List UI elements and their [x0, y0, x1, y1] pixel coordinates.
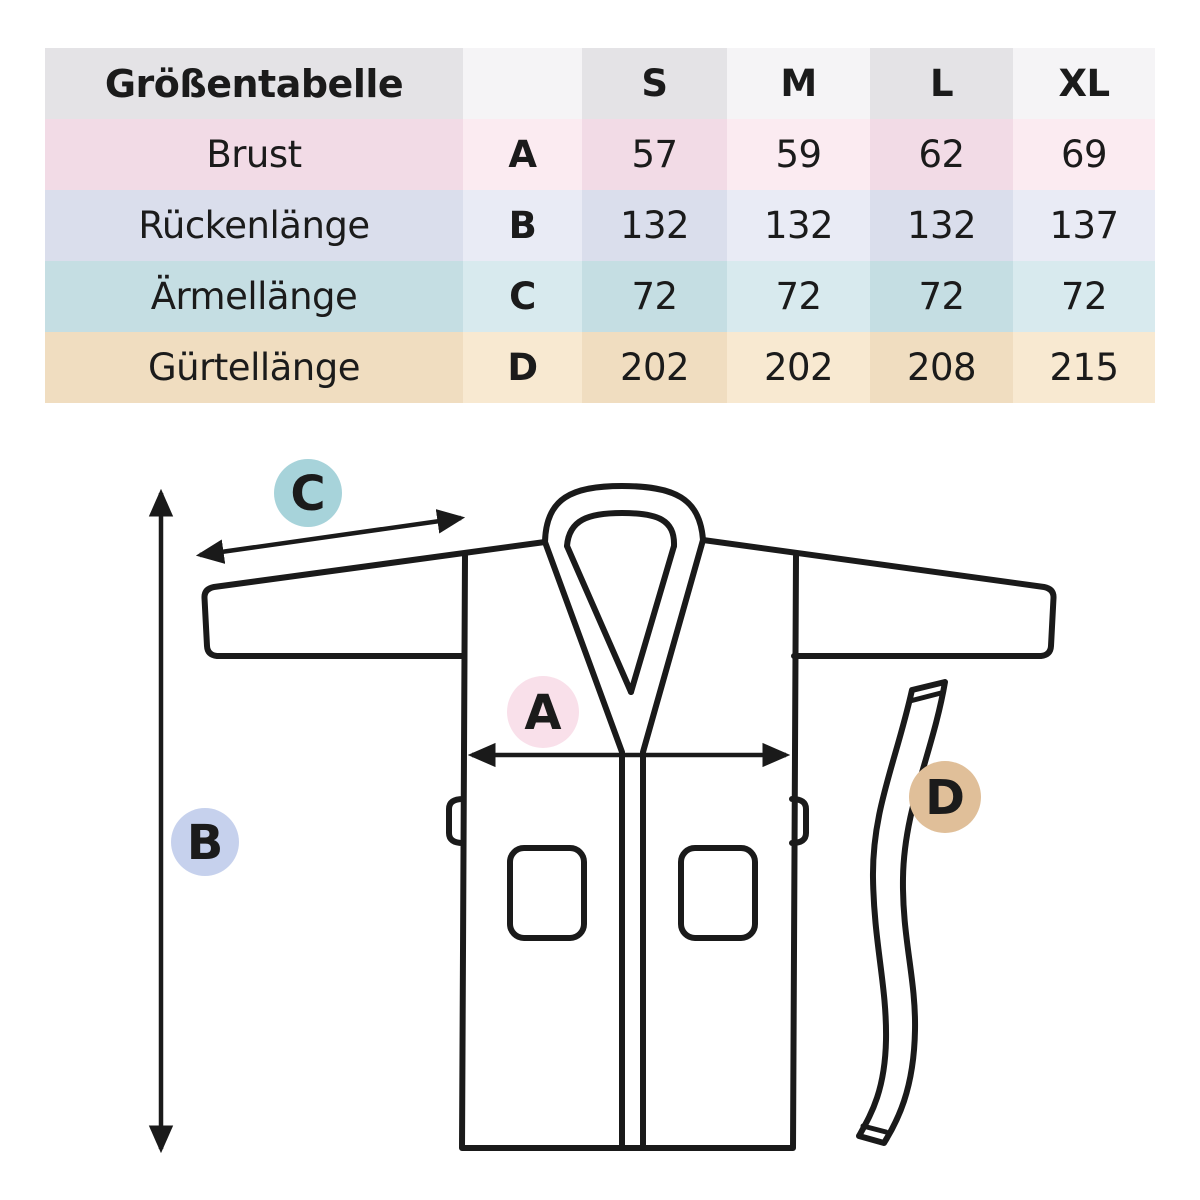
cell-a-xl: 69: [1013, 119, 1155, 190]
robe-belt-loop-left: [446, 796, 466, 846]
row-letter-b: B: [463, 190, 582, 261]
row-label-d: Gürtellänge: [45, 332, 463, 403]
cell-c-xl: 72: [1013, 261, 1155, 332]
table-title: Größentabelle: [45, 48, 463, 119]
belt-strip: [856, 679, 948, 1146]
cell-a-s: 57: [582, 119, 727, 190]
measure-arrows: [148, 488, 791, 1154]
cell-c-l: 72: [870, 261, 1013, 332]
cell-c-m: 72: [727, 261, 870, 332]
badge-a-label: A: [524, 685, 561, 741]
cell-d-s: 202: [582, 332, 727, 403]
badge-b-label: B: [187, 815, 224, 871]
cell-a-l: 62: [870, 119, 1013, 190]
size-header-xl: XL: [1013, 48, 1155, 119]
robe-body: [459, 553, 799, 1151]
row-label-b: Rückenlänge: [45, 190, 463, 261]
cell-b-xl: 137: [1013, 190, 1155, 261]
robe-left-sleeve: [201, 539, 548, 659]
robe-right-sleeve: [700, 537, 1057, 659]
badge-a-circle: [507, 676, 579, 748]
size-header-s: S: [582, 48, 727, 119]
cell-d-l: 208: [870, 332, 1013, 403]
robe-lapel-inner-left: [564, 543, 634, 695]
cell-b-m: 132: [727, 190, 870, 261]
badge-c-label: C: [290, 466, 325, 522]
robe-collar-outer: [542, 483, 706, 545]
belt-fold-top: [907, 690, 944, 704]
row-label-a: Brust: [45, 119, 463, 190]
table-header-spacer: [463, 48, 582, 119]
row-letter-a: A: [463, 119, 582, 190]
robe-pocket-right: [678, 845, 758, 941]
arrow-c-sleeve-length: [195, 509, 466, 564]
cell-d-m: 202: [727, 332, 870, 403]
cell-b-s: 132: [582, 190, 727, 261]
cell-c-s: 72: [582, 261, 727, 332]
cell-b-l: 132: [870, 190, 1013, 261]
robe-collar-inner: [564, 510, 678, 549]
cell-d-xl: 215: [1013, 332, 1155, 403]
row-label-c: Ärmellänge: [45, 261, 463, 332]
badge-d-label: D: [925, 770, 965, 826]
badge-b-circle: [171, 808, 239, 876]
row-letter-d: D: [463, 332, 582, 403]
row-letter-c: C: [463, 261, 582, 332]
robe-belt-loop-right: [789, 796, 809, 846]
measure-badges: C A B D: [171, 459, 981, 876]
badge-c-circle: [274, 459, 342, 527]
badge-d-circle: [909, 761, 981, 833]
robe-lapel-inner-right: [628, 543, 677, 695]
robe-belt: [856, 679, 948, 1146]
size-header-l: L: [870, 48, 1013, 119]
size-header-m: M: [727, 48, 870, 119]
belt-fold-bottom: [860, 1123, 889, 1135]
robe-pocket-left: [507, 845, 587, 941]
cell-a-m: 59: [727, 119, 870, 190]
